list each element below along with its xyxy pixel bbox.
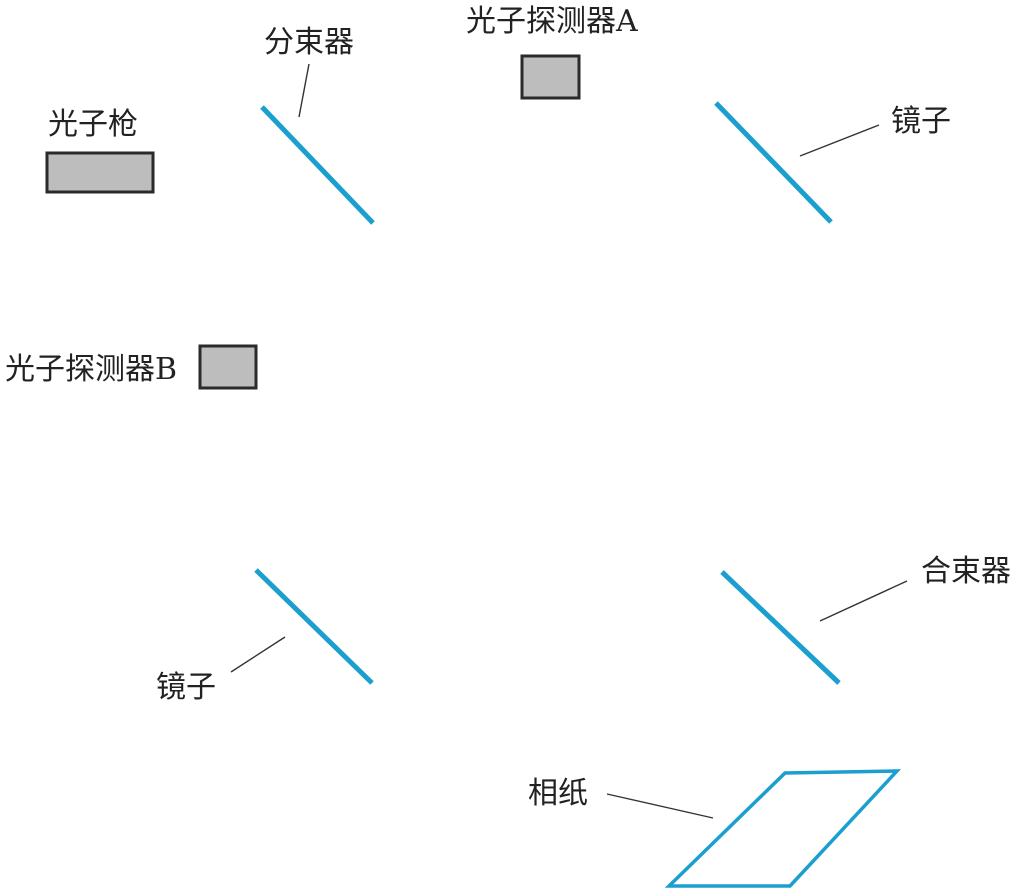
beam-combiner-label: 合束器 <box>921 554 1011 589</box>
photo-paper-leader <box>606 793 714 819</box>
mirror-top <box>714 101 833 224</box>
photo-paper <box>664 769 902 888</box>
photon-gun-box <box>45 151 155 194</box>
detector-b-box <box>198 344 258 390</box>
detector-a-box <box>520 54 581 100</box>
beam-splitter <box>260 105 375 225</box>
mirror-bottom <box>254 568 374 685</box>
detector-a-label: 光子探测器A <box>466 4 638 39</box>
beam-combiner-leader <box>819 580 908 622</box>
beam-splitter-label: 分束器 <box>264 25 354 60</box>
photo-paper-label: 相纸 <box>528 776 588 811</box>
mirror-bottom-label: 镜子 <box>156 670 216 705</box>
mirror-top-label: 镜子 <box>891 104 951 139</box>
mirror-top-leader <box>799 124 880 157</box>
beam-combiner <box>720 570 841 685</box>
photon-gun-label: 光子枪 <box>48 107 138 142</box>
mirror-bottom-leader <box>230 636 286 673</box>
beam-splitter-leader <box>298 63 310 118</box>
detector-b-label: 光子探测器B <box>5 352 177 387</box>
